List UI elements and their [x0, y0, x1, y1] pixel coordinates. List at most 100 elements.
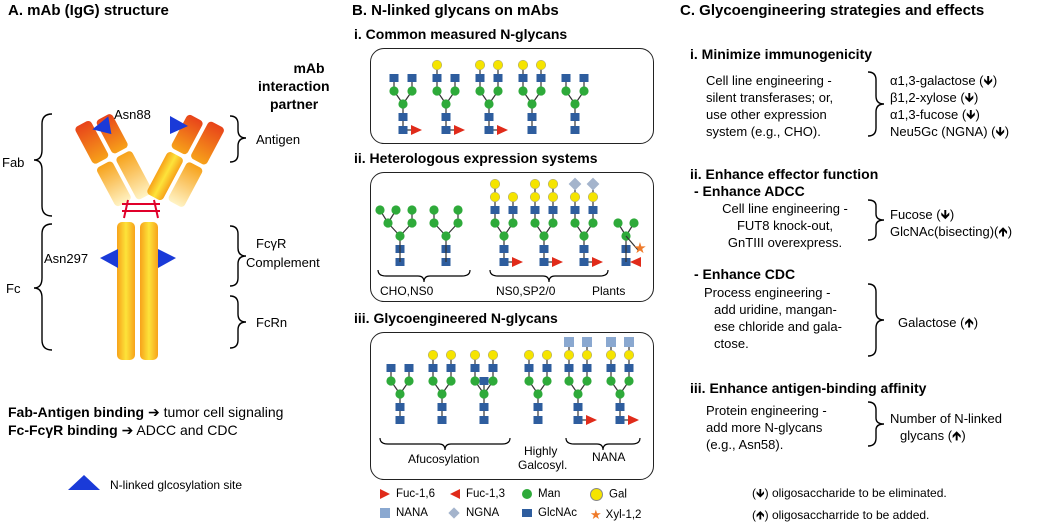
- man-icon: [453, 205, 463, 215]
- glcnac-icon: [527, 113, 537, 121]
- glcnac-icon: [398, 126, 408, 134]
- man-icon: [441, 231, 451, 241]
- label-ns0-sp20: NS0,SP2/0: [496, 284, 556, 298]
- fuc16-icon: [411, 125, 422, 135]
- man-icon: [530, 218, 540, 228]
- note-fab-antigen: Fab-Antigen binding ➔ tumor cell signali…: [8, 404, 284, 420]
- gal-icon: [469, 349, 481, 361]
- partner-title-line2: interaction: [258, 78, 330, 94]
- glcnac-icon: [386, 364, 396, 372]
- gal-icon: [587, 191, 599, 203]
- gal-icon: [474, 59, 486, 71]
- glcnac-icon: [606, 364, 616, 372]
- nana-icon: [582, 337, 592, 347]
- glcnac-icon: [548, 206, 558, 214]
- panel-b-title: B. N-linked glycans on mAbs: [352, 2, 559, 19]
- man-icon: [613, 218, 623, 228]
- complement-label: Complement: [246, 255, 320, 270]
- antigen-label: Antigen: [256, 132, 301, 147]
- gal-icon: [489, 178, 501, 190]
- group-brace: [489, 269, 609, 283]
- glcnac-icon: [398, 113, 408, 121]
- glcnac-icon: [479, 403, 489, 411]
- box-heterologous: [370, 172, 654, 302]
- man-icon: [375, 205, 385, 215]
- glcnac-icon: [539, 258, 549, 266]
- glcnac-icon: [407, 74, 417, 82]
- nana-icon: [380, 507, 390, 518]
- man-icon: [524, 376, 534, 386]
- strategy-3-desc: Protein engineering -add more N-glycans(…: [706, 403, 827, 452]
- legend-nana-label: NANA: [380, 507, 428, 519]
- man-icon: [508, 218, 518, 228]
- man-icon: [579, 86, 589, 96]
- man-icon: [407, 86, 417, 96]
- glycosylation-site-icon: [170, 116, 188, 134]
- antibody-diagram: [33, 113, 247, 490]
- glycosylation-site-icon: [158, 249, 176, 268]
- glcnac-icon: [579, 74, 589, 82]
- partner-title-line1: mAb: [293, 60, 325, 76]
- gal-icon: [569, 191, 581, 203]
- glcnac-icon: [588, 206, 598, 214]
- man-icon: [395, 231, 405, 241]
- glcnac-icon: [499, 245, 509, 253]
- man-icon: [441, 99, 451, 109]
- gal-icon: [431, 59, 443, 71]
- gal-icon: [547, 191, 559, 203]
- subpanel-b3-title: iii. Glycoengineered N-glycans: [354, 310, 558, 326]
- man-icon: [573, 389, 583, 399]
- glcnac-icon: [490, 206, 500, 214]
- man-icon: [407, 218, 417, 228]
- gal-icon: [623, 349, 635, 361]
- fuc16-icon: [592, 257, 603, 267]
- glcnac-icon: [475, 74, 485, 82]
- glcnac-icon: [527, 126, 537, 134]
- glcnac-icon: [615, 403, 625, 411]
- man-icon: [615, 389, 625, 399]
- strategy-2-title: ii. Enhance effector function: [690, 166, 879, 182]
- legend-fuc13-label: Fuc-1,3: [450, 488, 505, 500]
- nana-icon: [606, 337, 616, 347]
- fcrn-label: FcRn: [256, 315, 288, 330]
- label-plants: Plants: [592, 284, 626, 298]
- gal-icon: [529, 178, 541, 190]
- fuc13-icon: [450, 488, 460, 499]
- legend-fuc16-label: Fuc-1,6: [380, 488, 435, 500]
- man-icon: [391, 205, 401, 215]
- man-icon: [564, 376, 574, 386]
- legend-xyl-label: ★Xyl-1,2: [590, 507, 642, 522]
- box-common-glycans: [370, 48, 654, 144]
- glycosylation-site-icon: [100, 249, 118, 268]
- fc-label: Fc: [6, 281, 21, 296]
- glycosylation-site-icon: [92, 116, 112, 135]
- fc-brace: [33, 223, 53, 351]
- fab-brace: [33, 113, 53, 217]
- glcnac-icon: [450, 74, 460, 82]
- man-icon: [582, 376, 592, 386]
- box-glycoengineered: [370, 332, 654, 480]
- glcnac-icon: [561, 74, 571, 82]
- man-icon: [490, 218, 500, 228]
- group-brace: [377, 269, 471, 283]
- fcgr-label: FcγR: [256, 236, 287, 251]
- man-icon: [428, 376, 438, 386]
- glcnac-icon: [579, 245, 589, 253]
- glcnac-icon: [479, 377, 489, 385]
- glcnac-icon: [389, 74, 399, 82]
- man-icon: [499, 231, 509, 241]
- gal-icon: [581, 349, 593, 361]
- nana-icon: [564, 337, 574, 347]
- glcnac-icon: [404, 364, 414, 372]
- strategy-2a-desc: Cell line engineering -FUT8 knock-out,Gn…: [722, 201, 848, 250]
- man-icon: [404, 376, 414, 386]
- glcnac-icon: [539, 245, 549, 253]
- partner-title-line3: partner: [270, 96, 319, 112]
- man-icon: [518, 86, 528, 96]
- man-icon: [588, 218, 598, 228]
- glcnac-icon: [518, 74, 528, 82]
- man-icon: [475, 86, 485, 96]
- man-icon: [395, 389, 405, 399]
